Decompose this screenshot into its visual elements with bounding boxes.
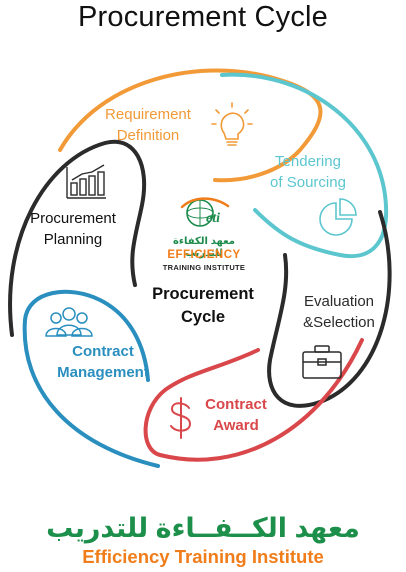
petal-procurement-planning [8, 139, 147, 337]
center-logo-english: EFFICIENCY [167, 249, 241, 261]
people-icon [45, 307, 93, 337]
bar-chart-icon [66, 164, 106, 199]
lightbulb-icon [211, 102, 253, 146]
center-logo-subtitle: TRAINING INSTITUTE [162, 263, 246, 272]
center-logo-arabic: معهد الكفاءة للتدريب [173, 236, 235, 259]
petal-contract-management [22, 289, 160, 468]
briefcase-icon [302, 345, 342, 379]
stage-label-contract-management: Contract Management [57, 343, 149, 381]
center-title: Procurement Cycle [152, 285, 254, 326]
eti-logo-text: eti [206, 211, 220, 226]
dollar-icon [170, 397, 192, 439]
stage-label-requirement-definition: Requirement Definition [105, 106, 191, 144]
pie-chart-icon [319, 198, 357, 236]
footer-arabic-name: معهد الكــفــاءة للتدريب [46, 513, 360, 543]
petal-contract-award [143, 338, 364, 462]
petal-evaluation-selection [267, 210, 392, 408]
eti-logo-mark: eti [180, 197, 230, 227]
stage-label-procurement-planning: Procurement Planning [30, 210, 116, 248]
footer-english-name: Efficiency Training Institute [82, 546, 324, 567]
stage-label-evaluation-selection: Evaluation &Selection [303, 293, 375, 331]
stage-label-tendering-of-sourcing: Tendering of Sourcing [270, 153, 346, 191]
stage-label-contract-award: Contract Award [205, 396, 267, 434]
page-title: Procurement Cycle [78, 1, 328, 33]
